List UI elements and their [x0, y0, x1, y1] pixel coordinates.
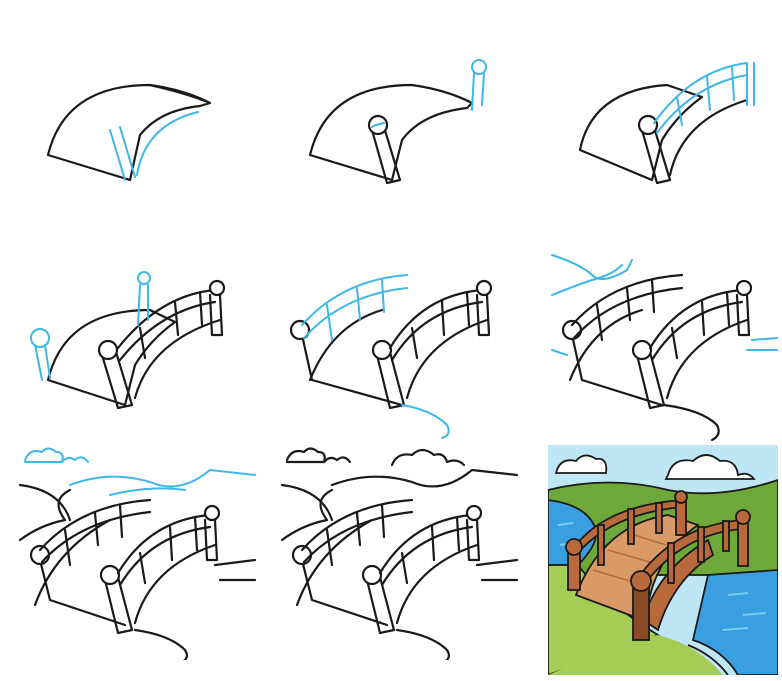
back-railing	[565, 490, 688, 591]
arch-deck-icon	[46, 83, 212, 182]
hills-icon	[18, 447, 257, 660]
bridge-side	[641, 538, 715, 632]
front-railing-icon	[578, 62, 755, 185]
colored-bridge-icon	[548, 445, 778, 675]
step-4-panel	[10, 230, 260, 450]
front-post-icon	[308, 59, 487, 185]
clouds	[554, 454, 756, 480]
step-5-panel	[272, 230, 522, 450]
step-6-panel	[532, 230, 782, 450]
step-3-panel	[532, 5, 782, 225]
back-railing-icon	[289, 274, 493, 439]
clean-outline-icon	[280, 447, 519, 660]
bridge-deck	[574, 514, 701, 622]
step-7-panel	[10, 440, 260, 660]
river-icon	[551, 254, 778, 442]
front-railing	[630, 509, 751, 641]
step-2-panel	[272, 5, 522, 225]
step-8-panel	[272, 440, 522, 660]
river-right	[691, 569, 778, 675]
step-1-panel	[10, 5, 260, 225]
back-post-icon	[30, 271, 226, 410]
step-9-panel	[548, 445, 778, 675]
